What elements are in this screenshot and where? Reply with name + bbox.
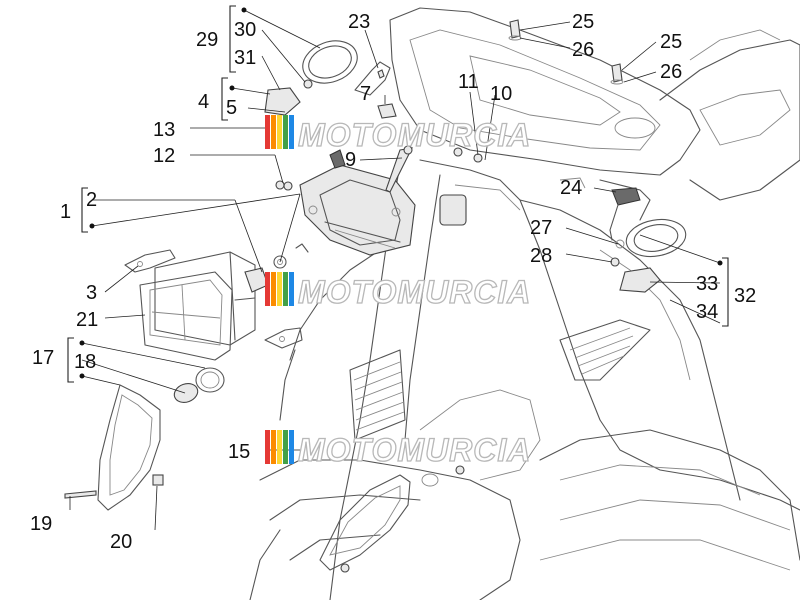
- callout-25-right: 25: [660, 31, 682, 53]
- watermark-1: MOTOMURCIA: [265, 115, 531, 154]
- callout-5: 5: [226, 97, 237, 119]
- right-turn-signal: [609, 187, 687, 293]
- headlight-bracket: [275, 145, 483, 256]
- callout-15: 15: [228, 441, 250, 463]
- vent-grille: [349, 349, 406, 441]
- watermark-text: MOTOMURCIA: [298, 117, 531, 153]
- callout-labels: 1 2 3 4 5 7 9 10 11 12 13 15 17 18 19 20…: [30, 11, 756, 553]
- watermark-3: MOTOMURCIA: [265, 430, 531, 469]
- callout-24: 24: [560, 177, 582, 199]
- watermark-stripe: [277, 430, 282, 464]
- watermark-stripe: [283, 272, 288, 306]
- callout-4: 4: [198, 91, 209, 113]
- watermark-stripe: [283, 115, 288, 149]
- callout-32: 32: [734, 285, 756, 307]
- callout-30: 30: [234, 19, 256, 41]
- callout-7: 7: [360, 83, 371, 105]
- watermark-stripe: [283, 430, 288, 464]
- floorboard-tread: [559, 319, 651, 381]
- watermark-stripe: [265, 115, 270, 149]
- group-brackets: [67, 5, 729, 383]
- callout-26-right: 26: [660, 61, 682, 83]
- front-shield-body: [249, 7, 800, 600]
- watermark-stripe: [277, 115, 282, 149]
- callout-12: 12: [153, 145, 175, 167]
- horn-cover: [319, 465, 465, 573]
- watermark-stripe: [265, 430, 270, 464]
- callout-10: 10: [490, 83, 512, 105]
- callout-21: 21: [76, 309, 98, 331]
- callout-33: 33: [696, 273, 718, 295]
- callout-11: 11: [458, 71, 479, 93]
- callout-25-top: 25: [572, 11, 594, 33]
- callout-19: 19: [30, 513, 52, 535]
- watermark-text: MOTOMURCIA: [298, 432, 531, 468]
- callout-31: 31: [234, 47, 256, 69]
- callout-27: 27: [530, 217, 552, 239]
- callout-17: 17: [32, 347, 54, 369]
- watermark-stripe: [289, 430, 294, 464]
- watermark-stripe: [271, 115, 276, 149]
- watermark-stripe: [289, 272, 294, 306]
- watermark-stripe: [277, 272, 282, 306]
- watermark-stripe: [289, 115, 294, 149]
- top-screws: [508, 19, 624, 85]
- watermark-stripe: [265, 272, 270, 306]
- callout-28: 28: [530, 245, 552, 267]
- watermark-2: MOTOMURCIA: [265, 272, 531, 311]
- watermark-stripe: [271, 272, 276, 306]
- callout-34: 34: [696, 301, 718, 323]
- watermark-text: MOTOMURCIA: [298, 274, 531, 310]
- callout-26-top: 26: [572, 39, 594, 61]
- callout-18: 18: [74, 351, 96, 373]
- callout-3: 3: [86, 282, 97, 304]
- callout-29: 29: [196, 29, 218, 51]
- watermark-stripe: [271, 430, 276, 464]
- lower-lens-assembly: [64, 367, 225, 511]
- callout-20: 20: [110, 531, 132, 553]
- callout-1: 1: [60, 201, 71, 223]
- left-turn-signal: [264, 40, 397, 119]
- callout-2: 2: [86, 189, 97, 211]
- callout-9: 9: [345, 149, 356, 171]
- leader-lines: [69, 9, 721, 531]
- callout-13: 13: [153, 119, 175, 141]
- callout-23: 23: [348, 11, 370, 33]
